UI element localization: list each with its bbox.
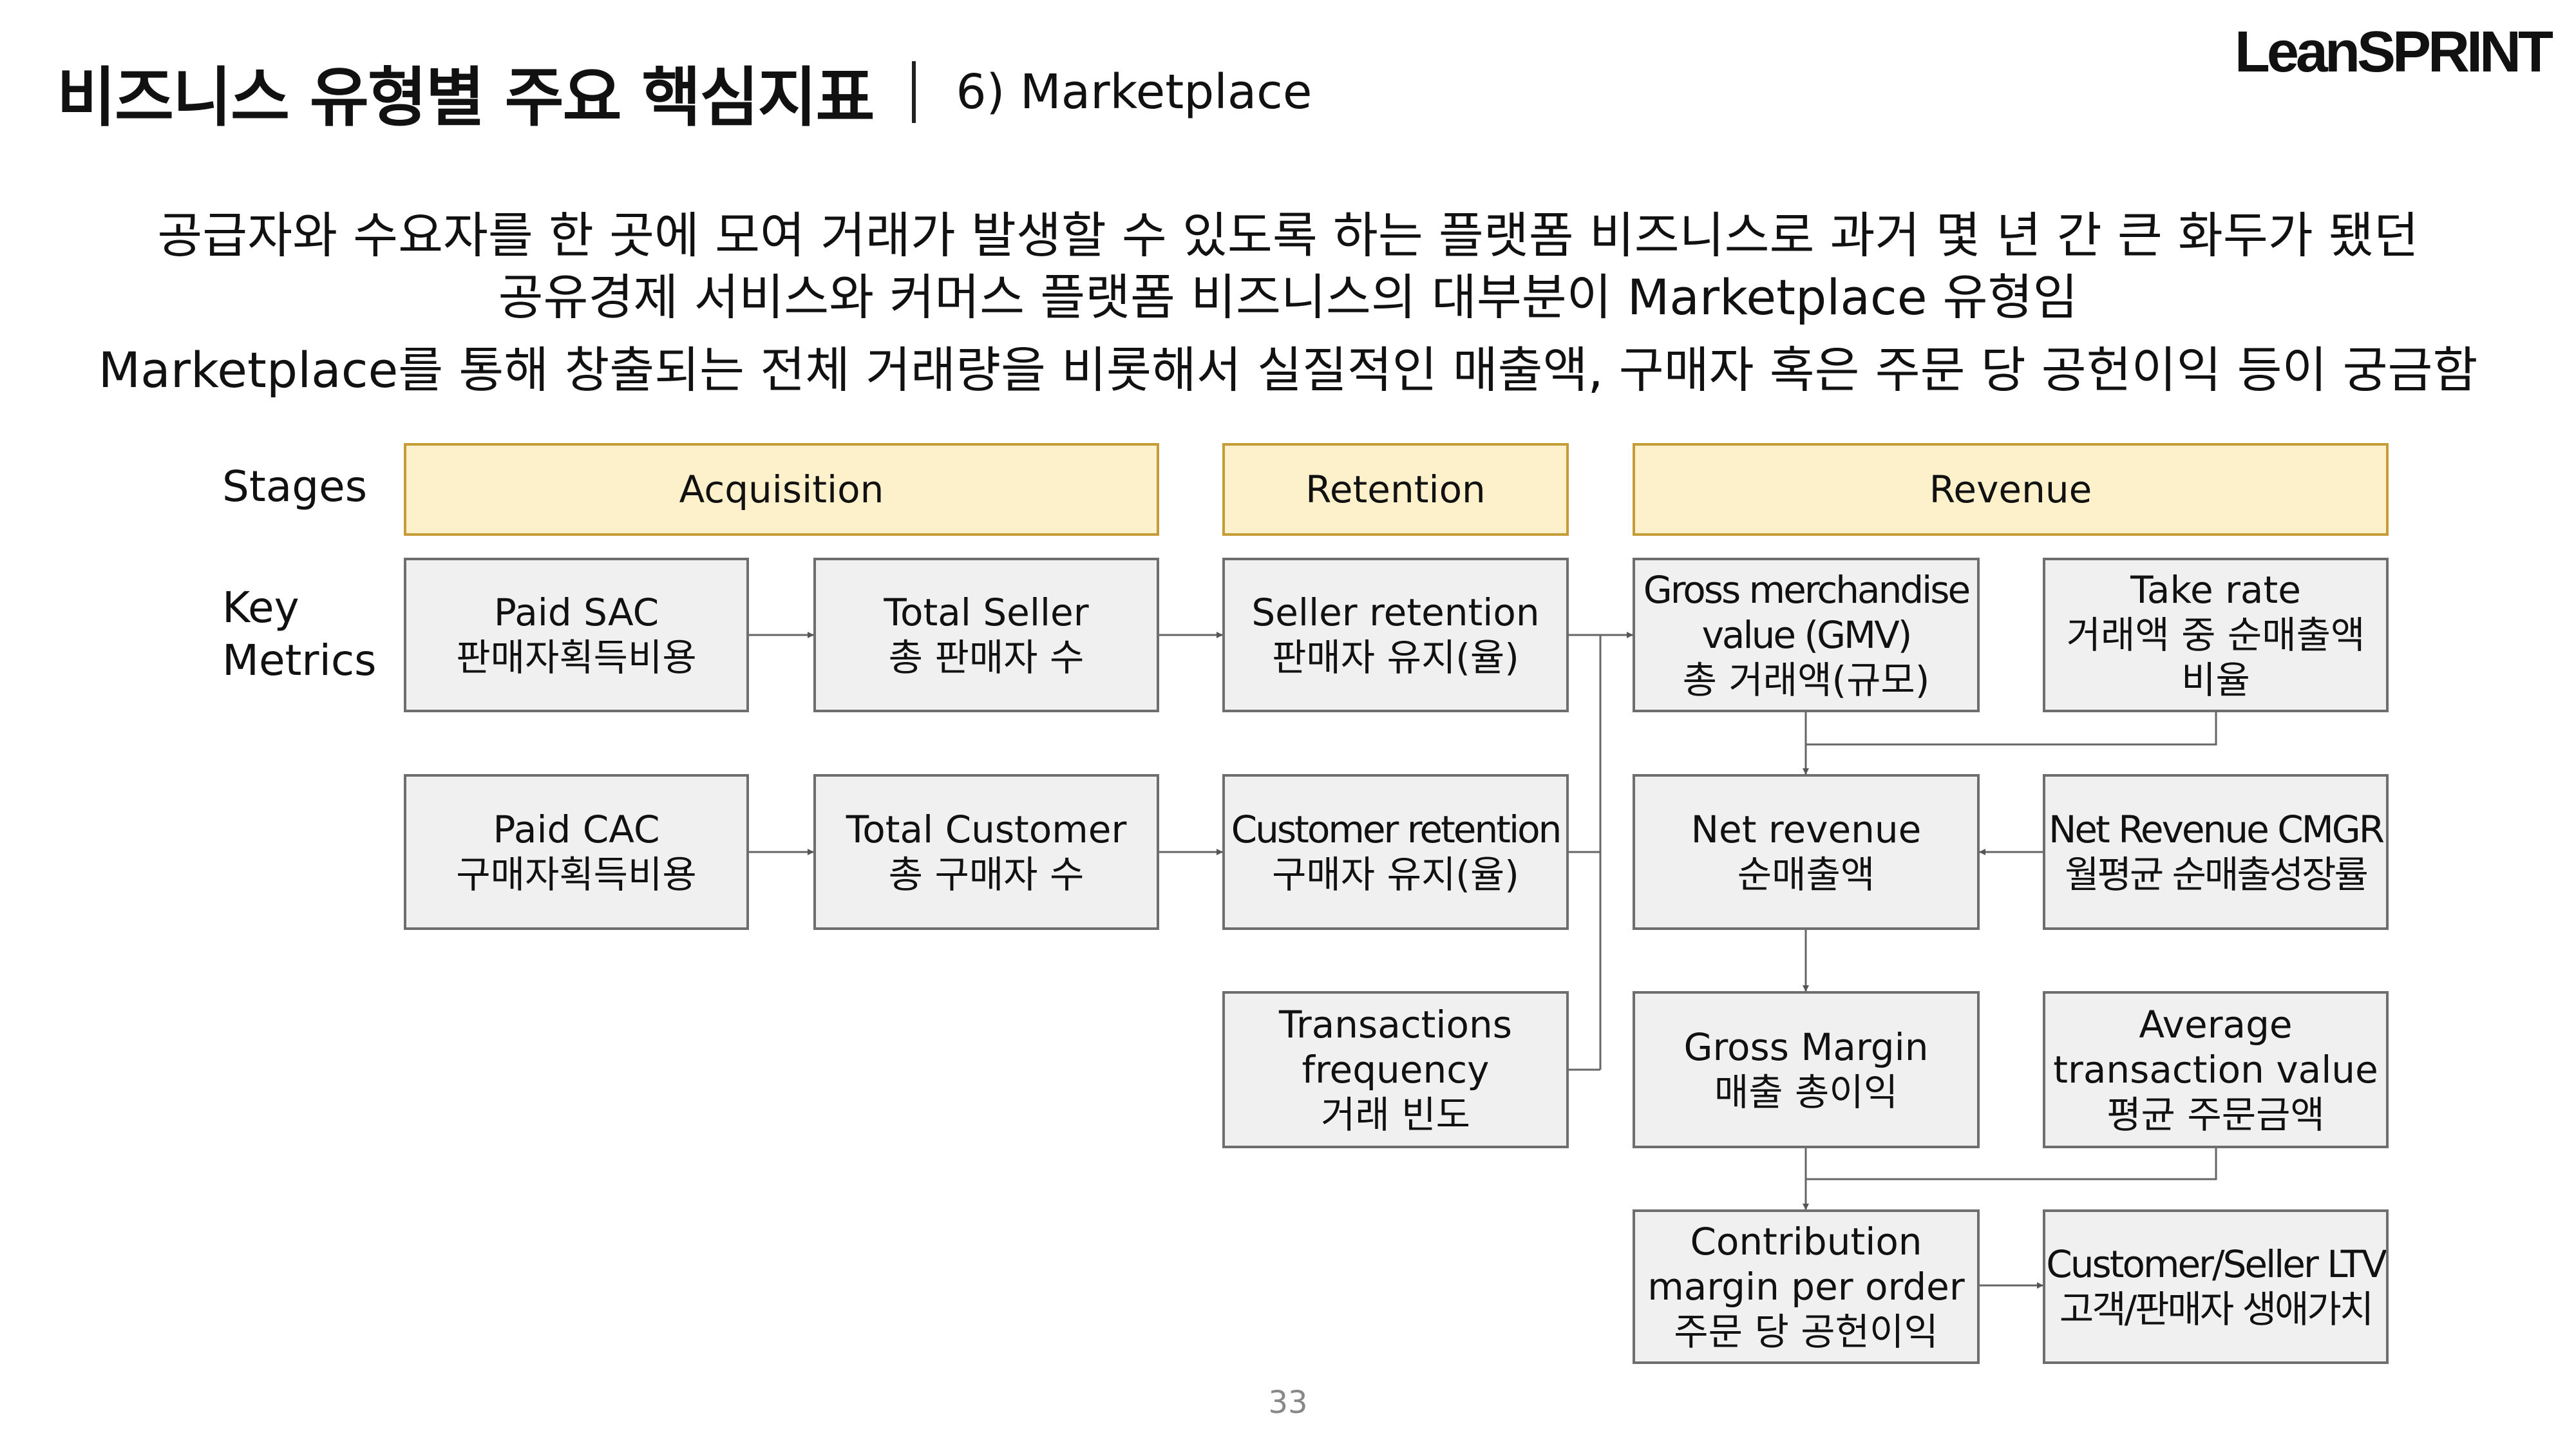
leansprint-logo: LeanSPRINT (2234, 20, 2553, 84)
page-number: 33 (1268, 1385, 1308, 1421)
metric-customer-seller-ltv-ko: 고객/판매자 생애가치 (2059, 1287, 2374, 1331)
metric-take-rate-ko-1: 거래액 중 순매출액 (2066, 613, 2365, 657)
stage-revenue: Revenue (1633, 443, 2389, 536)
metric-average-transaction-value: Average transaction value 평균 주문금액 (2043, 991, 2389, 1148)
metric-total-seller-en: Total Seller (884, 591, 1089, 634)
stages-label: Stages (222, 462, 368, 511)
title-row: 비즈니스 유형별 주요 핵심지표 6) Marketplace (57, 45, 1312, 138)
page-title: 비즈니스 유형별 주요 핵심지표 (57, 60, 875, 135)
metric-contribution-margin-ko: 주문 당 공헌이익 (1674, 1310, 1938, 1354)
metric-contribution-margin-en-2: margin per order (1647, 1265, 1965, 1309)
title-divider (912, 61, 916, 123)
metric-net-revenue-en: Net revenue (1690, 808, 1922, 851)
stage-acquisition: Acquisition (404, 443, 1159, 536)
intro-paragraph: 공급자와 수요자를 한 곳에 모여 거래가 발생할 수 있도록 하는 플랫폼 비… (0, 205, 2576, 328)
intro-line-1: 공급자와 수요자를 한 곳에 모여 거래가 발생할 수 있도록 하는 플랫폼 비… (157, 207, 2419, 264)
metric-seller-retention-en: Seller retention (1251, 591, 1540, 634)
key-metrics-label: Key Metrics (222, 582, 377, 687)
metric-paid-cac: Paid CAC 구매자획득비용 (404, 774, 749, 930)
metric-transactions-frequency-ko: 거래 빈도 (1321, 1093, 1470, 1137)
page-subtitle: 6) Marketplace (956, 64, 1312, 120)
metric-average-transaction-value-en-2: transaction value (2053, 1048, 2378, 1092)
metric-average-transaction-value-ko: 평균 주문금액 (2107, 1093, 2325, 1137)
intro-line-3: Marketplace를 통해 창출되는 전체 거래량을 비롯해서 실질적인 매… (98, 341, 2478, 399)
metric-customer-retention-en: Customer retention (1231, 808, 1562, 851)
key-metrics-label-line-1: Key (222, 583, 299, 632)
metric-seller-retention-ko: 판매자 유지(율) (1272, 636, 1519, 679)
metric-gmv-en-1: Gross merchandise (1643, 568, 1971, 612)
metric-paid-sac-en: Paid SAC (493, 591, 659, 634)
metric-take-rate: Take rate 거래액 중 순매출액 비율 (2043, 558, 2389, 712)
metric-total-seller-ko: 총 판매자 수 (888, 636, 1084, 679)
key-metrics-label-line-2: Metrics (222, 636, 377, 685)
metric-transactions-frequency-en-1: Transactions (1278, 1003, 1513, 1046)
metric-customer-seller-ltv: Customer/Seller LTV 고객/판매자 생애가치 (2043, 1209, 2389, 1364)
metric-total-customer-en: Total Customer (846, 808, 1127, 851)
metric-customer-retention: Customer retention 구매자 유지(율) (1222, 774, 1569, 930)
metric-paid-sac-ko: 판매자획득비용 (456, 636, 697, 679)
metric-total-customer-ko: 총 구매자 수 (888, 853, 1084, 896)
metric-customer-retention-ko: 구매자 유지(율) (1272, 853, 1519, 896)
metric-net-revenue-cmgr-ko: 월평균 순매출성장률 (2065, 853, 2369, 896)
connector-avg-transaction (1806, 1148, 2217, 1180)
metric-gmv-ko: 총 거래액(규모) (1682, 658, 1930, 702)
metric-paid-cac-en: Paid CAC (493, 808, 660, 851)
metric-customer-seller-ltv-en: Customer/Seller LTV (2046, 1242, 2386, 1286)
metric-gross-margin-en: Gross Margin (1683, 1025, 1929, 1069)
metric-gross-margin: Gross Margin 매출 총이익 (1633, 991, 1980, 1148)
metric-average-transaction-value-en-1: Average (2139, 1003, 2293, 1046)
metric-net-revenue-cmgr-en: Net Revenue CMGR (2048, 808, 2385, 851)
metric-take-rate-ko-2: 비율 (2181, 658, 2250, 702)
metric-total-customer: Total Customer 총 구매자 수 (813, 774, 1159, 930)
metric-transactions-frequency: Transactions frequency 거래 빈도 (1222, 991, 1569, 1148)
stage-retention: Retention (1222, 443, 1569, 536)
metric-net-revenue-ko: 순매출액 (1737, 853, 1875, 896)
metric-total-seller: Total Seller 총 판매자 수 (813, 558, 1159, 712)
metric-take-rate-en: Take rate (2130, 568, 2301, 612)
connector-take-rate (1806, 712, 2217, 746)
intro-line-2: 공유경제 서비스와 커머스 플랫폼 비즈니스의 대부분이 Marketplace… (498, 269, 2078, 326)
metric-net-revenue: Net revenue 순매출액 (1633, 774, 1980, 930)
metric-gmv: Gross merchandise value (GMV) 총 거래액(규모) (1633, 558, 1980, 712)
metric-paid-sac: Paid SAC 판매자획득비용 (404, 558, 749, 712)
metric-seller-retention: Seller retention 판매자 유지(율) (1222, 558, 1569, 712)
metric-net-revenue-cmgr: Net Revenue CMGR 월평균 순매출성장률 (2043, 774, 2389, 930)
metric-contribution-margin-en-1: Contribution (1690, 1220, 1922, 1264)
metric-contribution-margin: Contribution margin per order 주문 당 공헌이익 (1633, 1209, 1980, 1364)
metric-gross-margin-ko: 매출 총이익 (1714, 1070, 1899, 1114)
metric-paid-cac-ko: 구매자획득비용 (456, 853, 697, 896)
metric-transactions-frequency-en-2: frequency (1302, 1048, 1490, 1092)
metric-gmv-en-2: value (GMV) (1701, 613, 1913, 657)
